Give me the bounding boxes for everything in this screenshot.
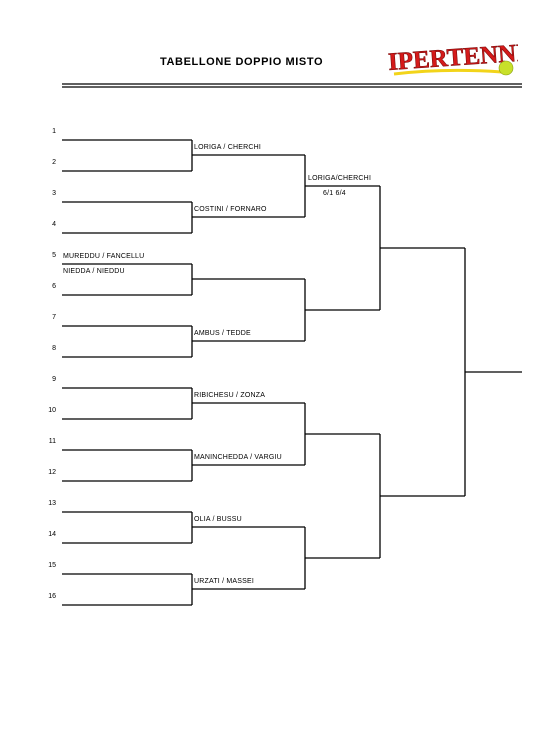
slot-number: 6	[52, 283, 56, 290]
match-score: 6/1 6/4	[323, 190, 346, 197]
slot-number: 14	[48, 531, 56, 538]
slot-number: 7	[52, 314, 56, 321]
slot-number: 9	[52, 376, 56, 383]
slot-number: 11	[48, 438, 56, 445]
team-name-r2: MANINCHEDDA / VARGIU	[194, 454, 282, 461]
team-name-r1: MUREDDU / FANCELLU	[63, 253, 145, 260]
team-name-r1: NIEDDA / NIEDDU	[63, 268, 125, 275]
team-name-r2: RIBICHESU / ZONZA	[194, 392, 266, 399]
slot-number: 4	[52, 221, 56, 228]
slot-number: 5	[52, 252, 56, 259]
team-name-r3: LORIGA/CHERCHI	[308, 175, 372, 182]
page-title: TABELLONE DOPPIO MISTO	[160, 56, 324, 68]
slot-number: 12	[48, 469, 56, 476]
slot-number: 8	[52, 345, 56, 352]
team-name-r2: AMBUS / TEDDE	[194, 330, 251, 337]
tennis-ball-icon	[498, 60, 514, 76]
team-name-r2: LORIGA / CHERCHI	[194, 144, 261, 151]
slot-number: 1	[52, 128, 56, 135]
team-name-r2: OLIA / BUSSU	[194, 516, 242, 523]
slot-number: 2	[52, 159, 56, 166]
slot-number: 3	[52, 190, 56, 197]
slot-number: 10	[48, 407, 56, 414]
team-name-r2: COSTINI / FORNARO	[194, 206, 267, 213]
bracket-lines	[62, 83, 522, 606]
slot-number: 15	[48, 562, 56, 569]
slot-number: 16	[48, 593, 56, 600]
slot-number: 13	[48, 500, 56, 507]
team-name-r2: URZATI / MASSEI	[194, 578, 255, 585]
ipertennis-logo: IPERTENNIS	[387, 38, 518, 76]
